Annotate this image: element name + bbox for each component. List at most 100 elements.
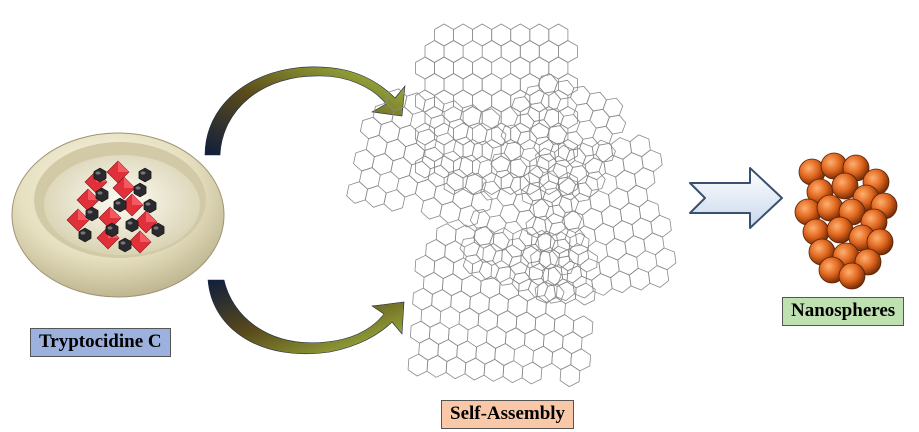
hex-ring <box>434 23 455 47</box>
hex-ring <box>453 89 474 113</box>
self-assembly-label: Self-Assembly <box>441 400 575 429</box>
hex-ring <box>568 232 590 256</box>
hex-ring <box>544 283 565 304</box>
hex-ring <box>475 341 496 365</box>
hex-ring <box>407 353 429 377</box>
nanosphere <box>831 172 859 200</box>
hex-ring <box>426 354 448 378</box>
hex-ring <box>491 23 512 47</box>
hex-ring <box>458 205 480 228</box>
dark-crystal <box>133 182 147 198</box>
hex-ring <box>433 256 455 280</box>
hex-ring <box>434 56 455 80</box>
nanosphere <box>866 228 894 256</box>
hex-ring <box>519 106 540 129</box>
hex-ring <box>478 108 501 131</box>
block-arrow-icon <box>689 167 783 229</box>
hex-ring <box>504 327 526 351</box>
hex-ring <box>481 73 502 96</box>
hex-ring <box>525 215 547 239</box>
hex-ring <box>408 160 431 184</box>
dark-crystal <box>78 227 92 243</box>
hex-ring <box>495 266 516 286</box>
hex-ring <box>574 282 596 306</box>
hex-ring <box>548 56 569 80</box>
hex-ring <box>469 291 490 315</box>
hex-ring <box>510 56 531 80</box>
hex-ring <box>595 142 616 163</box>
hex-ring <box>358 167 381 190</box>
hex-ring <box>585 171 606 191</box>
hex-ring <box>553 278 575 302</box>
hex-ring <box>447 118 470 141</box>
hex-ring <box>481 172 502 195</box>
hex-ring <box>414 179 437 202</box>
dark-crystal <box>143 198 157 214</box>
hex-ring <box>425 239 446 262</box>
hex-ring <box>453 122 474 146</box>
hex-ring <box>453 155 474 179</box>
hex-ring <box>521 361 543 385</box>
hex-ring <box>471 258 493 282</box>
hex-ring <box>624 235 646 258</box>
hex-ring <box>378 120 401 144</box>
hex-ring <box>365 134 388 158</box>
hex-ring <box>414 254 436 278</box>
hex-ring <box>511 228 533 252</box>
hex-ring <box>424 73 445 96</box>
hex-ring <box>551 195 573 219</box>
hex-ring <box>359 116 382 140</box>
hex-ring <box>549 231 571 255</box>
dark-crystal <box>118 237 132 253</box>
hex-ring <box>422 96 445 119</box>
hex-ring <box>511 272 533 292</box>
hex-ring <box>608 187 630 211</box>
hex-ring <box>548 89 569 113</box>
hex-ring <box>353 149 375 172</box>
nanosphere <box>838 262 866 290</box>
hex-ring <box>396 175 419 198</box>
hex-ring <box>420 304 442 328</box>
hex-ring <box>443 40 464 63</box>
hex-ring <box>523 328 545 352</box>
hex-ring <box>548 23 569 47</box>
hex-ring <box>559 364 581 388</box>
hex-ring <box>605 114 627 135</box>
dark-crystal <box>85 206 99 222</box>
hex-ring <box>553 79 575 100</box>
hexagonal-network-icon <box>346 23 677 388</box>
hex-ring <box>483 358 505 382</box>
hex-ring <box>446 168 469 192</box>
dark-crystal <box>113 197 127 213</box>
hex-ring <box>409 320 431 344</box>
hex-ring <box>538 40 559 63</box>
hex-ring <box>383 189 406 212</box>
hex-ring <box>647 265 670 288</box>
hex-ring <box>440 150 463 174</box>
hex-ring <box>441 273 463 297</box>
hex-ring <box>458 307 480 331</box>
hex-ring <box>634 167 656 190</box>
hex-ring <box>454 224 476 248</box>
hex-ring <box>612 220 635 243</box>
hex-ring <box>619 202 642 226</box>
hex-ring <box>519 73 540 96</box>
hex-ring <box>563 210 585 234</box>
curved-arrow-bottom-icon <box>207 279 405 355</box>
hex-ring <box>610 270 632 294</box>
hex-ring <box>412 287 433 311</box>
hex-ring <box>494 343 515 366</box>
hex-ring <box>591 273 613 296</box>
hex-ring <box>462 73 483 96</box>
hex-ring <box>499 203 521 224</box>
hex-ring <box>558 73 578 96</box>
dark-crystal <box>151 222 165 238</box>
hex-ring <box>573 102 594 123</box>
hex-ring <box>500 172 521 195</box>
hex-ring <box>570 348 591 372</box>
hex-ring <box>403 142 425 166</box>
dark-crystal <box>138 167 152 183</box>
hex-ring <box>507 294 528 318</box>
hex-ring <box>510 23 531 47</box>
